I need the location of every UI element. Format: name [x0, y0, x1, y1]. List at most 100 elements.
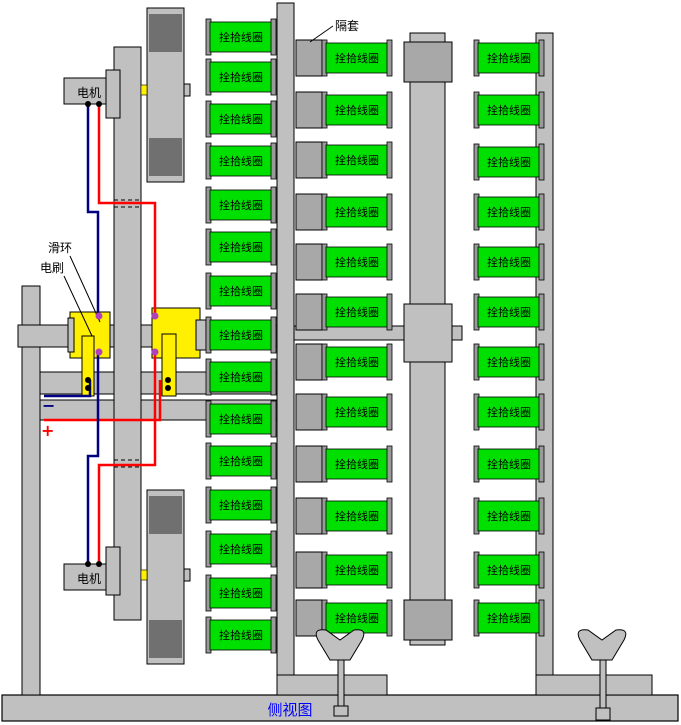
coil-label: 拴拾线圈	[335, 563, 379, 577]
coil: 拴拾线圈	[321, 91, 393, 129]
slip-ring-label: 滑环	[48, 241, 72, 255]
coil: 拴拾线圈	[205, 316, 277, 354]
coil: 拴拾线圈	[473, 393, 545, 431]
coil: 拴拾线圈	[205, 100, 277, 138]
coil-label: 拴拾线圈	[335, 153, 379, 167]
coil-label: 拴拾线圈	[335, 405, 379, 419]
coil-label: 拴拾线圈	[219, 30, 263, 44]
spacer-label: 隔套	[335, 19, 359, 33]
coil-array: 拴拾线圈拴拾线圈拴拾线圈拴拾线圈拴拾线圈拴拾线圈拴拾线圈拴拾线圈拴拾线圈拴拾线圈…	[205, 18, 545, 654]
coil: 拴拾线圈	[205, 58, 277, 96]
coil-frame-left-foot	[276, 674, 388, 696]
spacer	[295, 193, 323, 231]
coil: 拴拾线圈	[321, 551, 393, 589]
coil-label: 拴拾线圈	[219, 154, 263, 168]
coil-label: 拴拾线圈	[487, 611, 531, 625]
terminals	[85, 101, 171, 567]
coil: 拴拾线圈	[473, 599, 545, 637]
spacer	[295, 293, 323, 331]
coil: 拴拾线圈	[473, 193, 545, 231]
coil: 拴拾线圈	[205, 400, 277, 438]
plus-terminal: +	[41, 421, 54, 440]
coil-label: 拴拾线圈	[487, 405, 531, 419]
coil-frame-left-upright	[276, 2, 295, 696]
coil-label: 拴拾线圈	[487, 205, 531, 219]
drum-bottom	[140, 489, 191, 665]
coil-label: 拴拾线圈	[219, 454, 263, 468]
coil: 拴拾线圈	[473, 39, 545, 77]
spacer	[295, 393, 323, 431]
coil: 拴拾线圈	[473, 243, 545, 281]
coil-label: 拴拾线圈	[219, 542, 263, 556]
left-post	[21, 285, 41, 696]
coil: 拴拾线圈	[205, 616, 277, 654]
coil-frame-right-foot	[535, 674, 653, 696]
minus-terminal: −	[42, 396, 55, 415]
coil-label: 拴拾线圈	[487, 103, 531, 117]
coil-label: 拴拾线圈	[335, 457, 379, 471]
wing-nut-right	[577, 629, 627, 721]
coil-label: 拴拾线圈	[487, 563, 531, 577]
wing-nut-left	[315, 629, 365, 717]
coil-label: 拴拾线圈	[487, 255, 531, 269]
coil: 拴拾线圈	[205, 272, 277, 310]
coil-label: 拴拾线圈	[335, 305, 379, 319]
coil-label: 拴拾线圈	[335, 255, 379, 269]
coil-label: 拴拾线圈	[219, 498, 263, 512]
coil: 拴拾线圈	[205, 228, 277, 266]
coil: 拴拾线圈	[473, 293, 545, 331]
coil-label: 拴拾线圈	[219, 284, 263, 298]
coil-label: 拴拾线圈	[487, 457, 531, 471]
coil: 拴拾线圈	[321, 243, 393, 281]
coil: 拴拾线圈	[321, 445, 393, 483]
coil: 拴拾线圈	[205, 18, 277, 56]
spacer	[295, 445, 323, 483]
spacer	[295, 551, 323, 589]
coil: 拴拾线圈	[473, 445, 545, 483]
coil-label: 拴拾线圈	[335, 205, 379, 219]
coil-label: 拴拾线圈	[335, 355, 379, 369]
coil-label: 拴拾线圈	[219, 112, 263, 126]
spacer	[295, 39, 323, 77]
coil: 拴拾线圈	[205, 574, 277, 612]
coil-label: 拴拾线圈	[487, 155, 531, 169]
coil: 拴拾线圈	[321, 293, 393, 331]
coil-label: 拴拾线圈	[487, 509, 531, 523]
coil: 拴拾线圈	[205, 442, 277, 480]
coil: 拴拾线圈	[205, 486, 277, 524]
motor-bottom-hub	[105, 546, 121, 596]
coil-label: 拴拾线圈	[335, 51, 379, 65]
coil-label: 拴拾线圈	[219, 370, 263, 384]
spacer	[295, 497, 323, 535]
spacer	[295, 91, 323, 129]
caption-side-view: 侧视图	[267, 701, 312, 719]
coil-label: 拴拾线圈	[487, 355, 531, 369]
coil: 拴拾线圈	[473, 551, 545, 589]
drum-top	[140, 7, 191, 183]
coil: 拴拾线圈	[473, 343, 545, 381]
coil: 拴拾线圈	[473, 497, 545, 535]
coil: 拴拾线圈	[205, 186, 277, 224]
coil-label: 拴拾线圈	[219, 328, 263, 342]
coil-label: 拴拾线圈	[335, 611, 379, 625]
coil-label: 拴拾线圈	[219, 70, 263, 84]
coil-label: 拴拾线圈	[335, 103, 379, 117]
coil: 拴拾线圈	[473, 143, 545, 181]
coil: 拴拾线圈	[321, 343, 393, 381]
coil-label: 拴拾线圈	[219, 198, 263, 212]
coil: 拴拾线圈	[321, 193, 393, 231]
coil-label: 拴拾线圈	[219, 628, 263, 642]
coil: 拴拾线圈	[321, 599, 393, 637]
spacer	[295, 141, 323, 179]
coil: 拴拾线圈	[473, 91, 545, 129]
coil: 拴拾线圈	[321, 393, 393, 431]
coil: 拴拾线圈	[205, 358, 277, 396]
coil: 拴拾线圈	[321, 39, 393, 77]
motor-top-label: 电机	[77, 86, 101, 100]
motor-bottom-label: 电机	[77, 572, 101, 586]
motor-top-hub	[105, 69, 121, 119]
spacer	[295, 343, 323, 381]
coil-label: 拴拾线圈	[219, 586, 263, 600]
